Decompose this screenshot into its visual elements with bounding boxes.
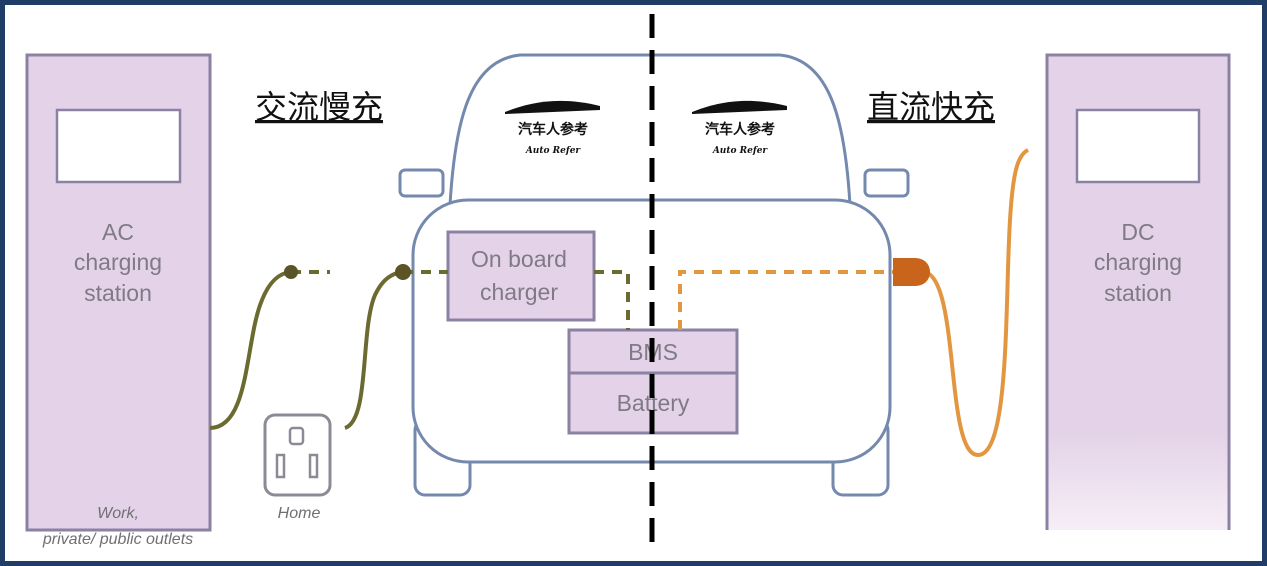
ac-slow-charge-title: 交流慢充 [255,88,383,126]
dc-label: charging [1094,249,1182,275]
car-mirror-left [398,168,445,198]
dc-plug-icon [893,258,930,286]
home-outlet-icon [263,413,332,497]
dc-charging-station: DC charging station [1045,53,1231,530]
ac-label: charging [74,249,162,275]
ac-label: AC [102,219,134,245]
watermark-logo: 汽车人参考 Auto Refer [692,100,787,156]
ac-label: station [84,280,152,306]
ac-cable [209,270,630,430]
home-caption: Home [278,505,321,522]
onboard-charger-box: On board charger [446,230,596,322]
dc-label: DC [1121,219,1154,245]
dc-cable [678,148,1030,458]
ac-station-screen [55,108,182,184]
watermark-text: 汽车人参考 [705,121,775,138]
watermark-text: 汽车人参考 [518,121,588,138]
ac-caption: Work, [97,505,139,522]
dc-station-screen [1075,108,1201,184]
ac-plug-icon [395,264,411,280]
onboard-charger-label: charger [480,279,558,305]
ac-charging-station: AC charging station [25,53,212,532]
watermark-text: Auto Refer [525,146,582,156]
watermark-text: Auto Refer [712,146,769,156]
ac-plug-icon [284,265,298,279]
ac-caption: private/ public outlets [42,531,193,548]
onboard-charger-label: On board [471,246,567,272]
dc-fast-charge-title: 直流快充 [867,88,995,126]
dc-label: station [1104,280,1172,306]
watermark-logo: 汽车人参考 Auto Refer [505,100,600,156]
car-mirror-right [863,168,910,198]
